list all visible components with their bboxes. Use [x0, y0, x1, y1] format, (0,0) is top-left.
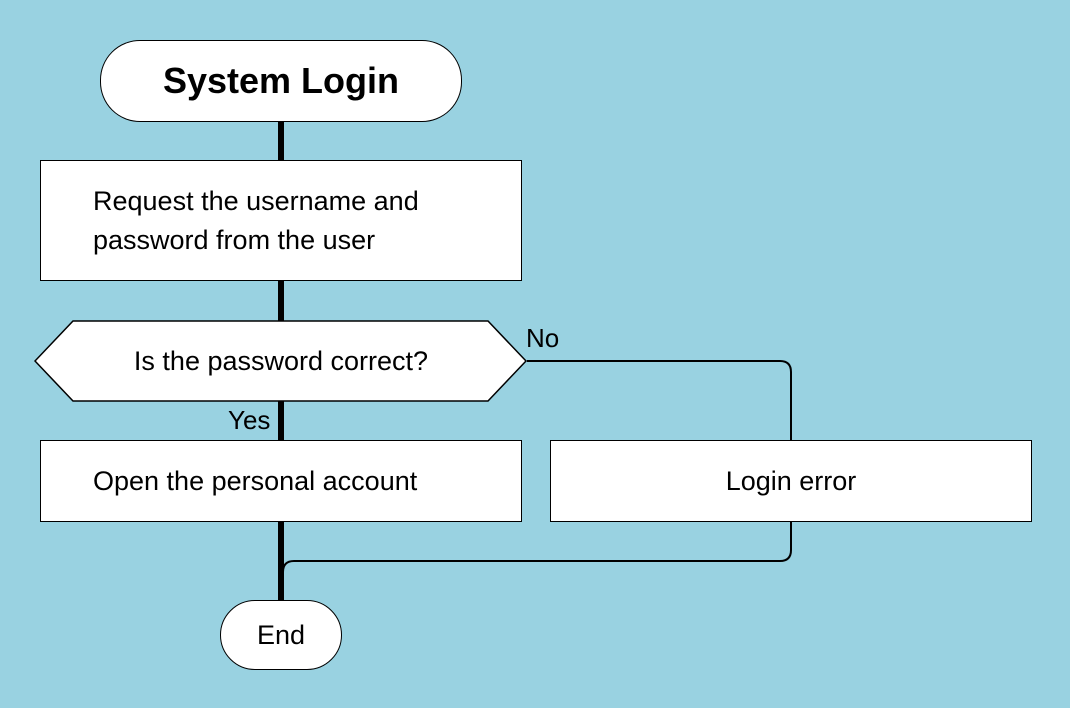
diagram-title: System Login	[162, 60, 400, 101]
decision-hexagon	[34, 320, 528, 402]
end-terminal: End	[220, 600, 342, 670]
request-credentials-box: Request the username and password from t…	[40, 160, 522, 281]
login-error-box: Login error	[550, 440, 1032, 522]
request-text-line-2: password from the user	[93, 224, 376, 255]
open-account-text: Open the personal account	[93, 465, 418, 496]
no-branch-label: No	[526, 323, 560, 353]
connector-error-merge	[282, 520, 792, 573]
start-terminal: System Login	[100, 40, 462, 122]
open-account-box: Open the personal account	[40, 440, 522, 522]
connector-no-branch	[527, 360, 792, 441]
yes-branch-label: Yes	[228, 405, 271, 435]
decision-text: Is the password correct?	[133, 345, 429, 376]
login-error-text: Login error	[725, 465, 857, 496]
end-text: End	[256, 619, 306, 650]
request-text-line-1: Request the username and	[93, 185, 419, 216]
password-decision: Is the password correct?	[34, 320, 528, 402]
